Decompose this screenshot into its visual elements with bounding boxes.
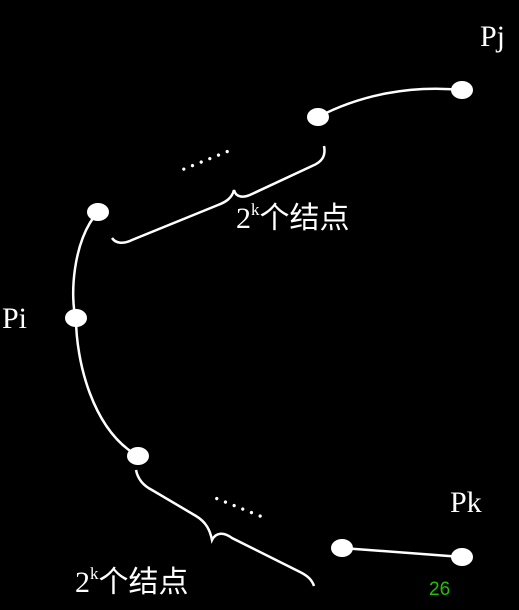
label-pk: Pk [450, 486, 482, 519]
brace-upper-base: 2 [236, 202, 251, 235]
label-pi: Pi [2, 302, 28, 335]
ellipsis-lower: …… [209, 476, 273, 526]
node-upper-left [87, 203, 109, 221]
node-pi [65, 309, 87, 327]
edge-lower-right [341, 546, 463, 559]
brace-lower-label: 2k个结点 [75, 565, 189, 599]
node-pj [451, 81, 473, 99]
brace-lower-base: 2 [75, 566, 90, 599]
ellipsis-upper: …… [171, 129, 235, 179]
edge-left-arc [71, 211, 139, 458]
brace-lower [134, 469, 316, 587]
label-pj: Pj [480, 20, 506, 53]
brace-upper [110, 145, 326, 244]
brace-upper-exponent: k [251, 200, 260, 219]
page-number: 26 [429, 579, 451, 600]
edge-upper-right [317, 87, 463, 119]
node-pk [451, 548, 473, 566]
brace-lower-exponent: k [90, 564, 99, 583]
node-lower-left [127, 447, 149, 465]
brace-upper-suffix: 个结点 [259, 202, 350, 235]
brace-lower-suffix: 个结点 [98, 566, 189, 599]
node-lower-right [331, 539, 353, 557]
node-upper-right [307, 108, 329, 126]
brace-upper-label: 2k个结点 [236, 201, 350, 235]
